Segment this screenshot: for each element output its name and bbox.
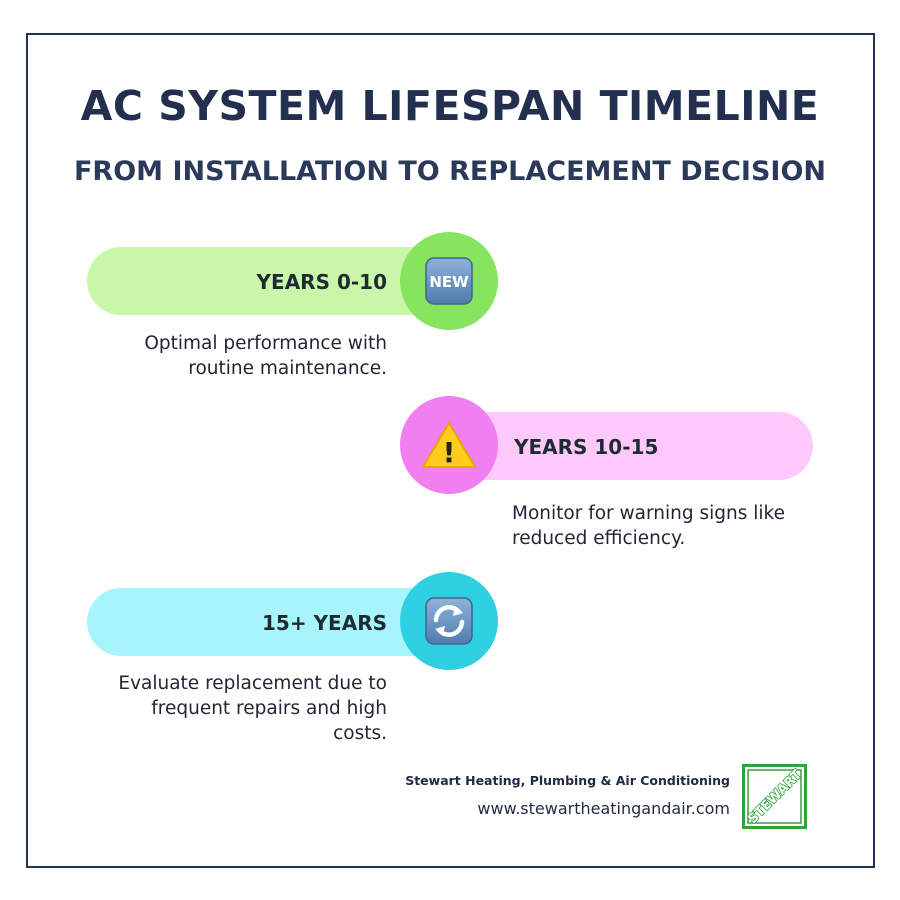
stewart-logo: STEWART [742, 764, 807, 829]
stage-1-pill [87, 247, 457, 315]
stage-1-circle: NEW [400, 232, 498, 330]
warning-icon-mark: ! [443, 436, 456, 469]
stage-2-description-line: reduced efficiency. [512, 528, 686, 549]
page-subtitle: FROM INSTALLATION TO REPLACEMENT DECISIO… [73, 156, 827, 187]
refresh-icon [425, 597, 473, 645]
stage-3-description-line: Evaluate replacement due to [118, 673, 387, 694]
new-badge-text: NEW [429, 273, 469, 291]
stage-3-pill [87, 588, 457, 656]
stage-2-description: Monitor for warning signs like reduced e… [512, 501, 785, 551]
stage-3-label: 15+ YEARS [262, 611, 387, 635]
stage-3-description-line: costs. [333, 723, 387, 744]
stage-1-description: Optimal performance with routine mainten… [144, 331, 387, 381]
stage-2-description-line: Monitor for warning signs like [512, 503, 785, 524]
stage-3-description: Evaluate replacement due to frequent rep… [118, 671, 387, 746]
stage-1-description-line: routine maintenance. [188, 358, 387, 379]
stage-2-label: YEARS 10-15 [514, 435, 659, 459]
company-website-link[interactable]: www.stewartheatingandair.com [477, 799, 730, 818]
warning-icon: ! [422, 422, 476, 469]
stage-3-description-line: frequent repairs and high [151, 698, 387, 719]
page-title: AC SYSTEM LIFESPAN TIMELINE [80, 82, 820, 130]
new-badge-icon: NEW [425, 257, 473, 305]
stage-1-label: YEARS 0-10 [256, 270, 387, 294]
stage-2-circle: ! [400, 396, 498, 494]
company-name: Stewart Heating, Plumbing & Air Conditio… [405, 773, 730, 788]
stage-2-pill [445, 412, 813, 480]
stage-1-description-line: Optimal performance with [144, 333, 387, 354]
stage-3-circle [400, 572, 498, 670]
